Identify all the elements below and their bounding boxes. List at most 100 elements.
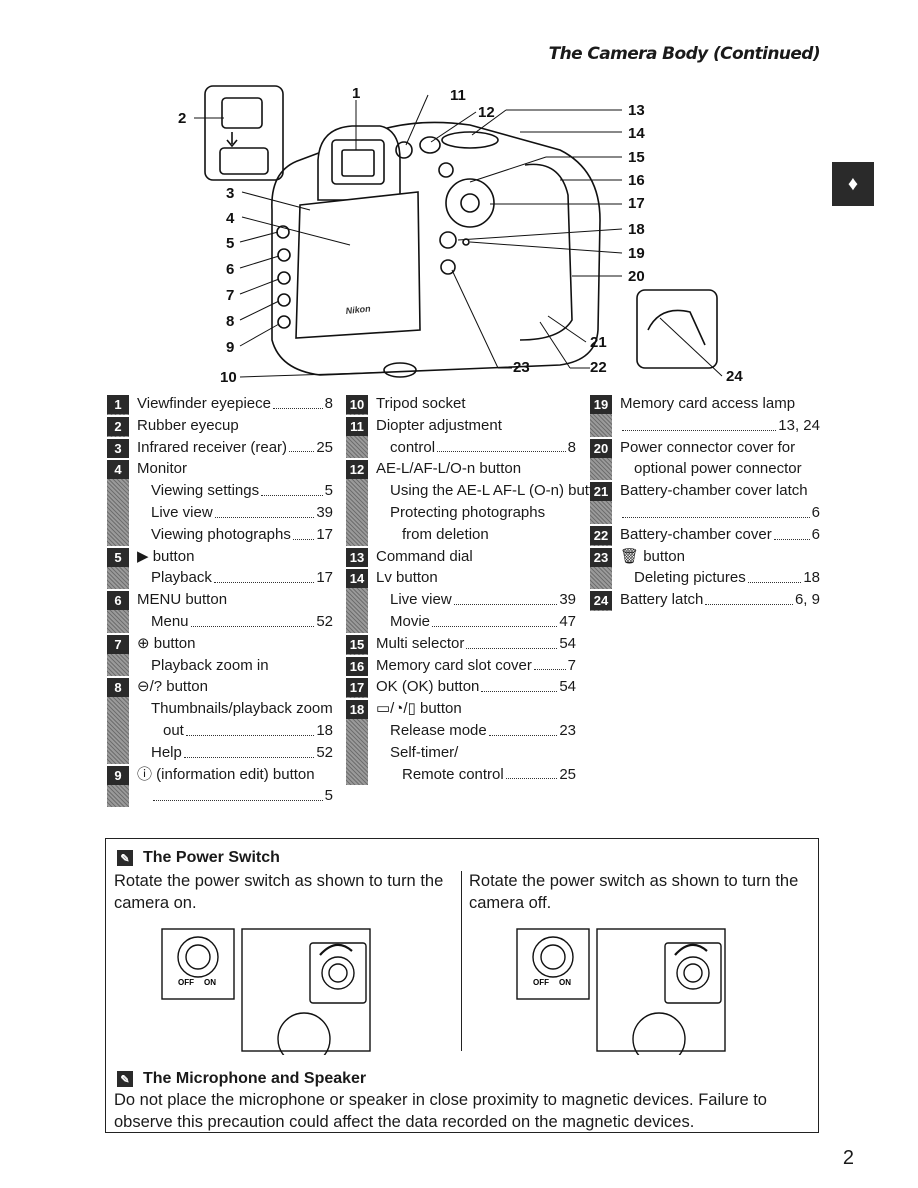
legend-line: Playback zoom in (137, 655, 333, 677)
legend-number: 10 (346, 395, 368, 414)
legend-line: from deletion (376, 524, 576, 546)
legend-entry-2: 2 Rubber eyecup (107, 415, 333, 437)
callout-1: 1 (352, 85, 360, 102)
legend-text: Viewing settings (151, 482, 260, 500)
legend-text: Thumbnails/playback zoom (151, 700, 333, 718)
legend-line: Command dial (376, 546, 576, 568)
page-ref: 13, 24 (778, 416, 820, 434)
leader-dots (289, 437, 315, 453)
legend-text: Rubber eyecup (137, 416, 239, 434)
legend-bar (107, 678, 129, 764)
legend-text: Menu (151, 612, 189, 630)
legend-line: Self-timer/ (376, 742, 576, 764)
legend-number: 13 (346, 547, 368, 567)
camera-back-diagram: Nikon 1 2 3 4 5 6 7 8 9 10 (178, 85, 743, 386)
callout-17: 17 (628, 195, 645, 212)
legend-text: Help (151, 743, 182, 761)
callout-14: 14 (628, 125, 645, 142)
legend-text: AE-L/AF-L/O-n button (376, 460, 522, 478)
legend-text: Playback zoom in (151, 656, 269, 674)
legend-text: Self-timer/ (390, 743, 459, 761)
legend-number: 14 (346, 569, 368, 589)
callout-2: 2 (178, 110, 186, 127)
svg-text:ON: ON (559, 978, 571, 987)
leader-dots (705, 589, 793, 605)
leader-dots (272, 393, 323, 409)
leader-dots (153, 785, 323, 802)
callout-3: 3 (226, 185, 234, 202)
legend-text: Movie (390, 612, 431, 630)
legend-line: ▭/◔/▯ button (376, 698, 576, 720)
legend-number: 22 (590, 525, 612, 545)
legend-entry-13: 13 Command dial (346, 546, 576, 568)
legend-line: ⊕ button (137, 633, 333, 655)
leader-dots (261, 480, 323, 496)
legend-number: 16 (346, 656, 368, 676)
legend-text: Memory card access lamp (620, 395, 796, 412)
callout-21: 21 (590, 334, 607, 351)
legend-text: out (163, 721, 184, 739)
leader-dots (466, 633, 558, 649)
legend-text: ▭/◔/▯ button (376, 700, 462, 718)
callout-6: 6 (226, 261, 234, 278)
page-ref: 18 (316, 721, 333, 739)
camera-icon: ♦ (847, 172, 859, 195)
legend-text: Battery-chamber cover (620, 525, 772, 543)
callout-24: 24 (726, 368, 743, 385)
leader-dots (185, 720, 315, 736)
legend-number: 5 (107, 547, 129, 567)
legend-number: 21 (590, 482, 612, 502)
legend-line: Power connector cover for (620, 437, 820, 459)
leader-dots (533, 655, 566, 671)
pencil-icon: ✎ (117, 850, 133, 866)
leader-dots (183, 742, 315, 758)
leader-dots (213, 567, 315, 584)
legend-line: Lv button (376, 567, 576, 589)
page-ref: 23 (559, 721, 576, 739)
eyecup-inset (204, 85, 284, 181)
legend-bar (107, 460, 129, 546)
leader-dots (622, 502, 810, 518)
legend-text: MENU button (137, 591, 228, 609)
callout-15: 15 (628, 149, 645, 166)
leader-dots (453, 589, 558, 605)
page-ref: 17 (316, 525, 333, 543)
power-on-illustration: OFF ON (161, 928, 371, 1055)
legend-line: Memory card access lamp (620, 393, 820, 415)
legend-number: 8 (107, 678, 129, 698)
legend-number: 6 (107, 591, 129, 611)
legend-text: Viewing photographs (151, 525, 291, 543)
legend-text: from deletion (402, 525, 489, 543)
page-number: 2 (842, 1147, 854, 1169)
microphone-title: ✎ The Microphone and Speaker (117, 1070, 366, 1088)
legend-line: Diopter adjustment (376, 415, 576, 437)
legend-text: 🗑 button (620, 547, 685, 565)
callout-18: 18 (628, 221, 645, 238)
battery-inset (636, 289, 718, 369)
legend-line: Viewing photographs 17 (137, 524, 333, 546)
legend-line: out 18 (137, 720, 333, 742)
page-ref: 18 (803, 569, 820, 587)
legend-text: Lv button (376, 569, 438, 587)
legend-number: 19 (590, 395, 612, 414)
legend-number: 2 (107, 416, 129, 436)
notes-box: ✎ The Power Switch Rotate the power swit… (105, 838, 819, 1133)
legend-number: 24 (590, 591, 612, 611)
pencil-icon: ✎ (117, 1071, 133, 1087)
